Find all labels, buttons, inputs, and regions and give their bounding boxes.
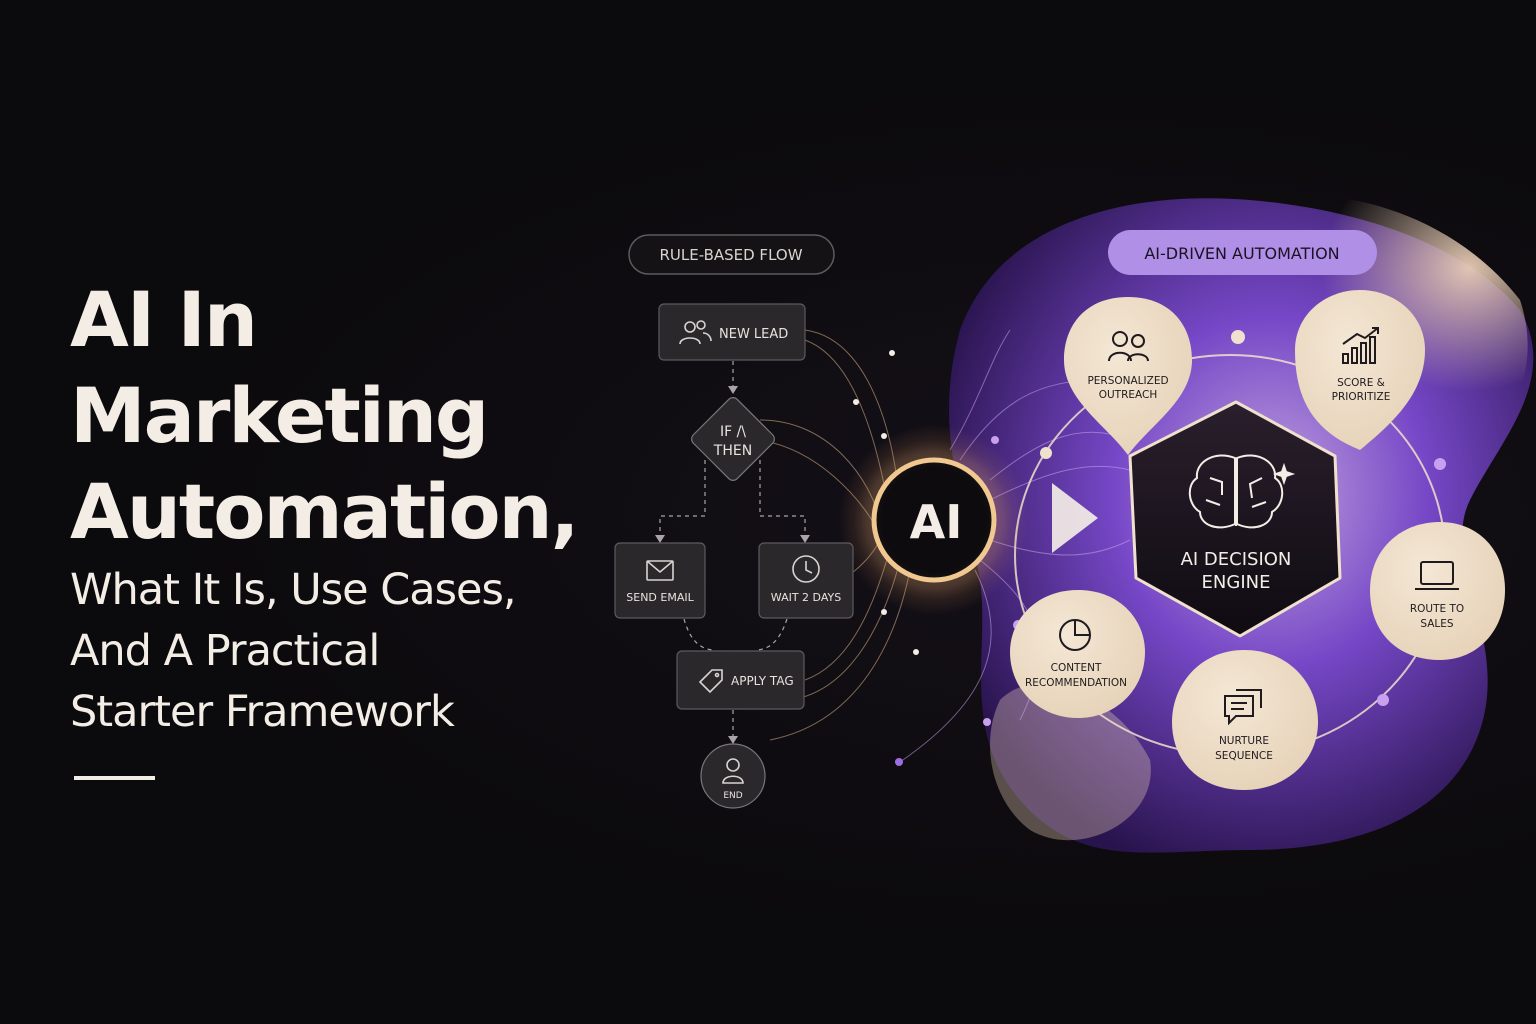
mail-icon xyxy=(646,560,674,581)
nurture-line2: SEQUENCE xyxy=(1215,750,1273,762)
subtitle-line-3: Starter Framework xyxy=(70,687,455,737)
personalized-line1: PERSONALIZED xyxy=(1087,375,1168,387)
subtitle-line-1: What It Is, Use Cases, xyxy=(70,565,517,615)
ai-flow-pill xyxy=(1108,230,1377,275)
divider xyxy=(74,776,155,780)
rule-based-flow: RULE-BASED FLOW xyxy=(614,234,854,809)
arrow-icon xyxy=(1052,483,1098,553)
chat-icon xyxy=(1224,689,1262,726)
content-node xyxy=(1010,590,1145,718)
route-line1: ROUTE TO xyxy=(1410,603,1464,615)
score-line2: PRIORITIZE xyxy=(1332,391,1391,403)
new-lead-node xyxy=(658,303,806,361)
route-node xyxy=(1370,522,1505,660)
nurture-node xyxy=(1172,650,1318,790)
ai-core-label: AI xyxy=(910,495,963,549)
clock-icon xyxy=(792,555,820,583)
laptop-icon xyxy=(1415,561,1459,590)
personalized-node xyxy=(1064,297,1192,455)
subtitle-line-2: And A Practical xyxy=(70,626,380,676)
end-label: END xyxy=(723,791,742,801)
users-icon xyxy=(679,320,712,345)
rule-flow-pill xyxy=(628,234,835,275)
apply-tag-label: APPLY TAG xyxy=(731,674,794,688)
user-icon xyxy=(722,758,744,784)
title-line-1: AI In xyxy=(70,275,258,364)
engine-line1: AI DECISION xyxy=(1181,549,1292,570)
title-line-3: Automation, xyxy=(70,467,580,556)
pie-chart-icon xyxy=(1059,619,1091,651)
rule-arrowheads xyxy=(655,386,810,744)
title-line-2: Marketing xyxy=(70,371,489,460)
tag-icon xyxy=(698,669,723,694)
rule-connectors xyxy=(659,361,806,738)
personalized-line2: OUTREACH xyxy=(1099,389,1158,401)
decision-node xyxy=(691,397,775,481)
engine-line2: ENGINE xyxy=(1202,572,1271,593)
bar-chart-icon xyxy=(1342,327,1379,364)
new-lead-label: NEW LEAD xyxy=(719,327,788,342)
wait-label: WAIT 2 DAYS xyxy=(771,591,841,604)
headline: AI In Marketing Automation, What It Is, … xyxy=(70,272,580,743)
content-line2: RECOMMENDATION xyxy=(1025,677,1127,689)
send-email-label: SEND EMAIL xyxy=(626,591,694,604)
people-icon xyxy=(1108,331,1149,362)
ai-driven-flow: AI-DRIVEN AUTOMATION PERSONALIZED OUTREA… xyxy=(1010,230,1505,790)
content-line1: CONTENT xyxy=(1051,662,1102,674)
score-node xyxy=(1295,290,1425,450)
score-line1: SCORE & xyxy=(1337,377,1385,389)
nurture-line1: NURTURE xyxy=(1219,735,1269,747)
rule-flow-label: RULE-BASED FLOW xyxy=(659,246,802,264)
apply-tag-node xyxy=(676,650,805,710)
ai-core-ring xyxy=(871,457,997,583)
wait-node xyxy=(758,542,854,619)
brain-icon xyxy=(1188,454,1296,529)
decision-line1: IF /\ xyxy=(720,424,746,440)
ai-flow-label: AI-DRIVEN AUTOMATION xyxy=(1144,244,1339,263)
route-line2: SALES xyxy=(1420,618,1454,630)
decision-line2: THEN xyxy=(713,443,752,459)
